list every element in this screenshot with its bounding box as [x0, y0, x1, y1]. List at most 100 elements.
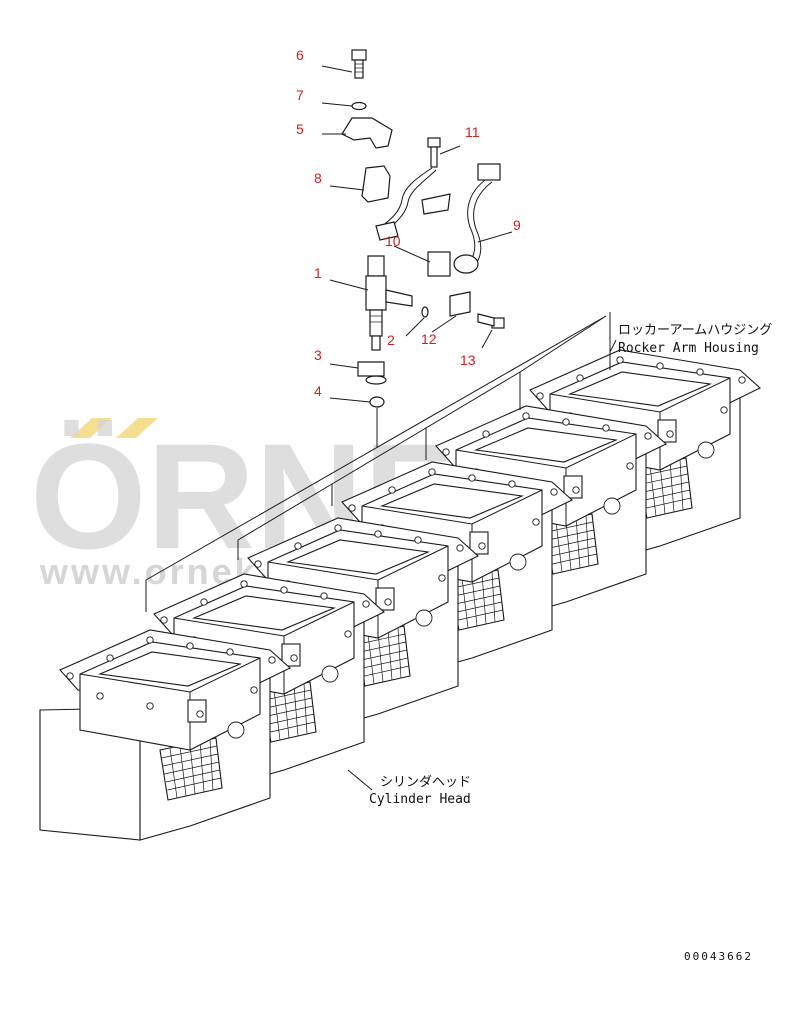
bolt-hole [482, 430, 490, 438]
hatch-line [387, 629, 393, 681]
seal-part-4 [369, 396, 385, 408]
bolt-hole [384, 598, 392, 606]
oring-part-2 [421, 306, 429, 318]
document-number: 00043662 [684, 950, 753, 963]
callout-13: 13 [460, 352, 476, 368]
connector-block [427, 251, 451, 277]
bolt-hole [388, 486, 396, 494]
bolt-hole [106, 654, 114, 662]
hatch-line [585, 515, 590, 567]
bolt-hole [644, 432, 652, 440]
hatch-line [367, 633, 375, 685]
gasket-ring-3 [365, 375, 387, 385]
callout-9: 9 [513, 217, 521, 233]
bolt-hole [656, 362, 664, 370]
hatch-line [565, 519, 572, 571]
bolt-hole [602, 424, 610, 432]
bolt-hole [738, 376, 746, 384]
hatch-line [199, 741, 205, 793]
bolt-hole [186, 642, 194, 650]
bolt-hole [146, 636, 154, 644]
bolt-hole [294, 542, 302, 550]
sleeve-part-8 [361, 165, 391, 203]
hatch-line [293, 685, 299, 737]
hatch-line [165, 769, 221, 783]
leader-lines [321, 65, 513, 403]
housing-opening [379, 483, 525, 519]
block-port [509, 553, 527, 571]
hatch-line [283, 687, 290, 739]
hatch-line [161, 745, 218, 759]
callout-4: 4 [314, 383, 322, 399]
rocker-arm-housing-label-en: Rocker Arm Housing [618, 341, 759, 356]
bracket-part-12 [449, 291, 471, 317]
bolt-hole [532, 518, 540, 526]
callout-5: 5 [296, 121, 304, 137]
hatch-line [461, 577, 469, 629]
block-port [697, 441, 715, 459]
bolt-hole [250, 686, 258, 694]
bolt-hole [478, 542, 486, 550]
hatch-line [659, 463, 666, 515]
injector-assembly [341, 49, 505, 448]
hatch-line [397, 627, 402, 679]
section-labels: ロッカーアームハウジング Rocker Arm Housing シリンダヘッド … [347, 323, 772, 807]
hatch-line [555, 521, 563, 573]
hatch-line [209, 739, 214, 791]
housing-opening [473, 427, 619, 463]
hatch-line [179, 745, 187, 797]
cylinder-head-unit [39, 629, 291, 841]
hatch-line [164, 761, 220, 775]
hatch-line [273, 689, 281, 741]
block-port [415, 609, 433, 627]
bolt-hole [254, 560, 262, 568]
bolt-hole [196, 710, 204, 718]
bolt-hole [696, 368, 704, 376]
bolt-hole [536, 392, 544, 400]
washer-part-7 [351, 101, 367, 111]
bolt-hole [428, 468, 436, 476]
bolt-part-13 [477, 313, 505, 329]
bolt-hole [562, 418, 570, 426]
hatch-line [649, 465, 657, 517]
hatch-line [481, 573, 487, 625]
watermark-accent-mark [116, 418, 158, 438]
hatch-line [669, 461, 675, 513]
hatch-line [303, 683, 308, 735]
callout-3: 3 [314, 347, 322, 363]
bolt-hole [320, 592, 328, 600]
watermark-accent-mark [70, 418, 112, 438]
bolt-hole [334, 524, 342, 532]
callout-8: 8 [314, 170, 322, 186]
callout-10: 10 [385, 233, 401, 249]
connector-part-10 [375, 221, 399, 241]
bolt-hole [508, 480, 516, 488]
bolt-hole [438, 574, 446, 582]
bolt-hole [576, 374, 584, 382]
bolt-hole [456, 544, 464, 552]
hatch-line [162, 753, 219, 767]
bolt-hole [720, 406, 728, 414]
hatch-line [679, 459, 684, 511]
hatch-line [377, 631, 384, 683]
bolt-hole [240, 580, 248, 588]
bolt-hole [200, 598, 208, 606]
bolt-hole [666, 430, 674, 438]
bolt-hole [414, 536, 422, 544]
bolt-part-11 [427, 137, 441, 168]
hatch-line [491, 571, 496, 623]
bolt-hole [146, 702, 154, 710]
hatch-line [471, 575, 478, 627]
injector-part-1 [365, 255, 413, 351]
bolt-hole [468, 474, 476, 482]
injector-bore [187, 699, 207, 723]
bolt-hole [442, 448, 450, 456]
callout-7: 7 [296, 87, 304, 103]
bolt-hole [522, 412, 530, 420]
bolt-hole [96, 692, 104, 700]
bolt-hole [66, 672, 74, 680]
hatch-line [169, 747, 178, 799]
bolt-hole [226, 648, 234, 656]
hatch-line [167, 777, 222, 791]
bolt-hole [348, 504, 356, 512]
